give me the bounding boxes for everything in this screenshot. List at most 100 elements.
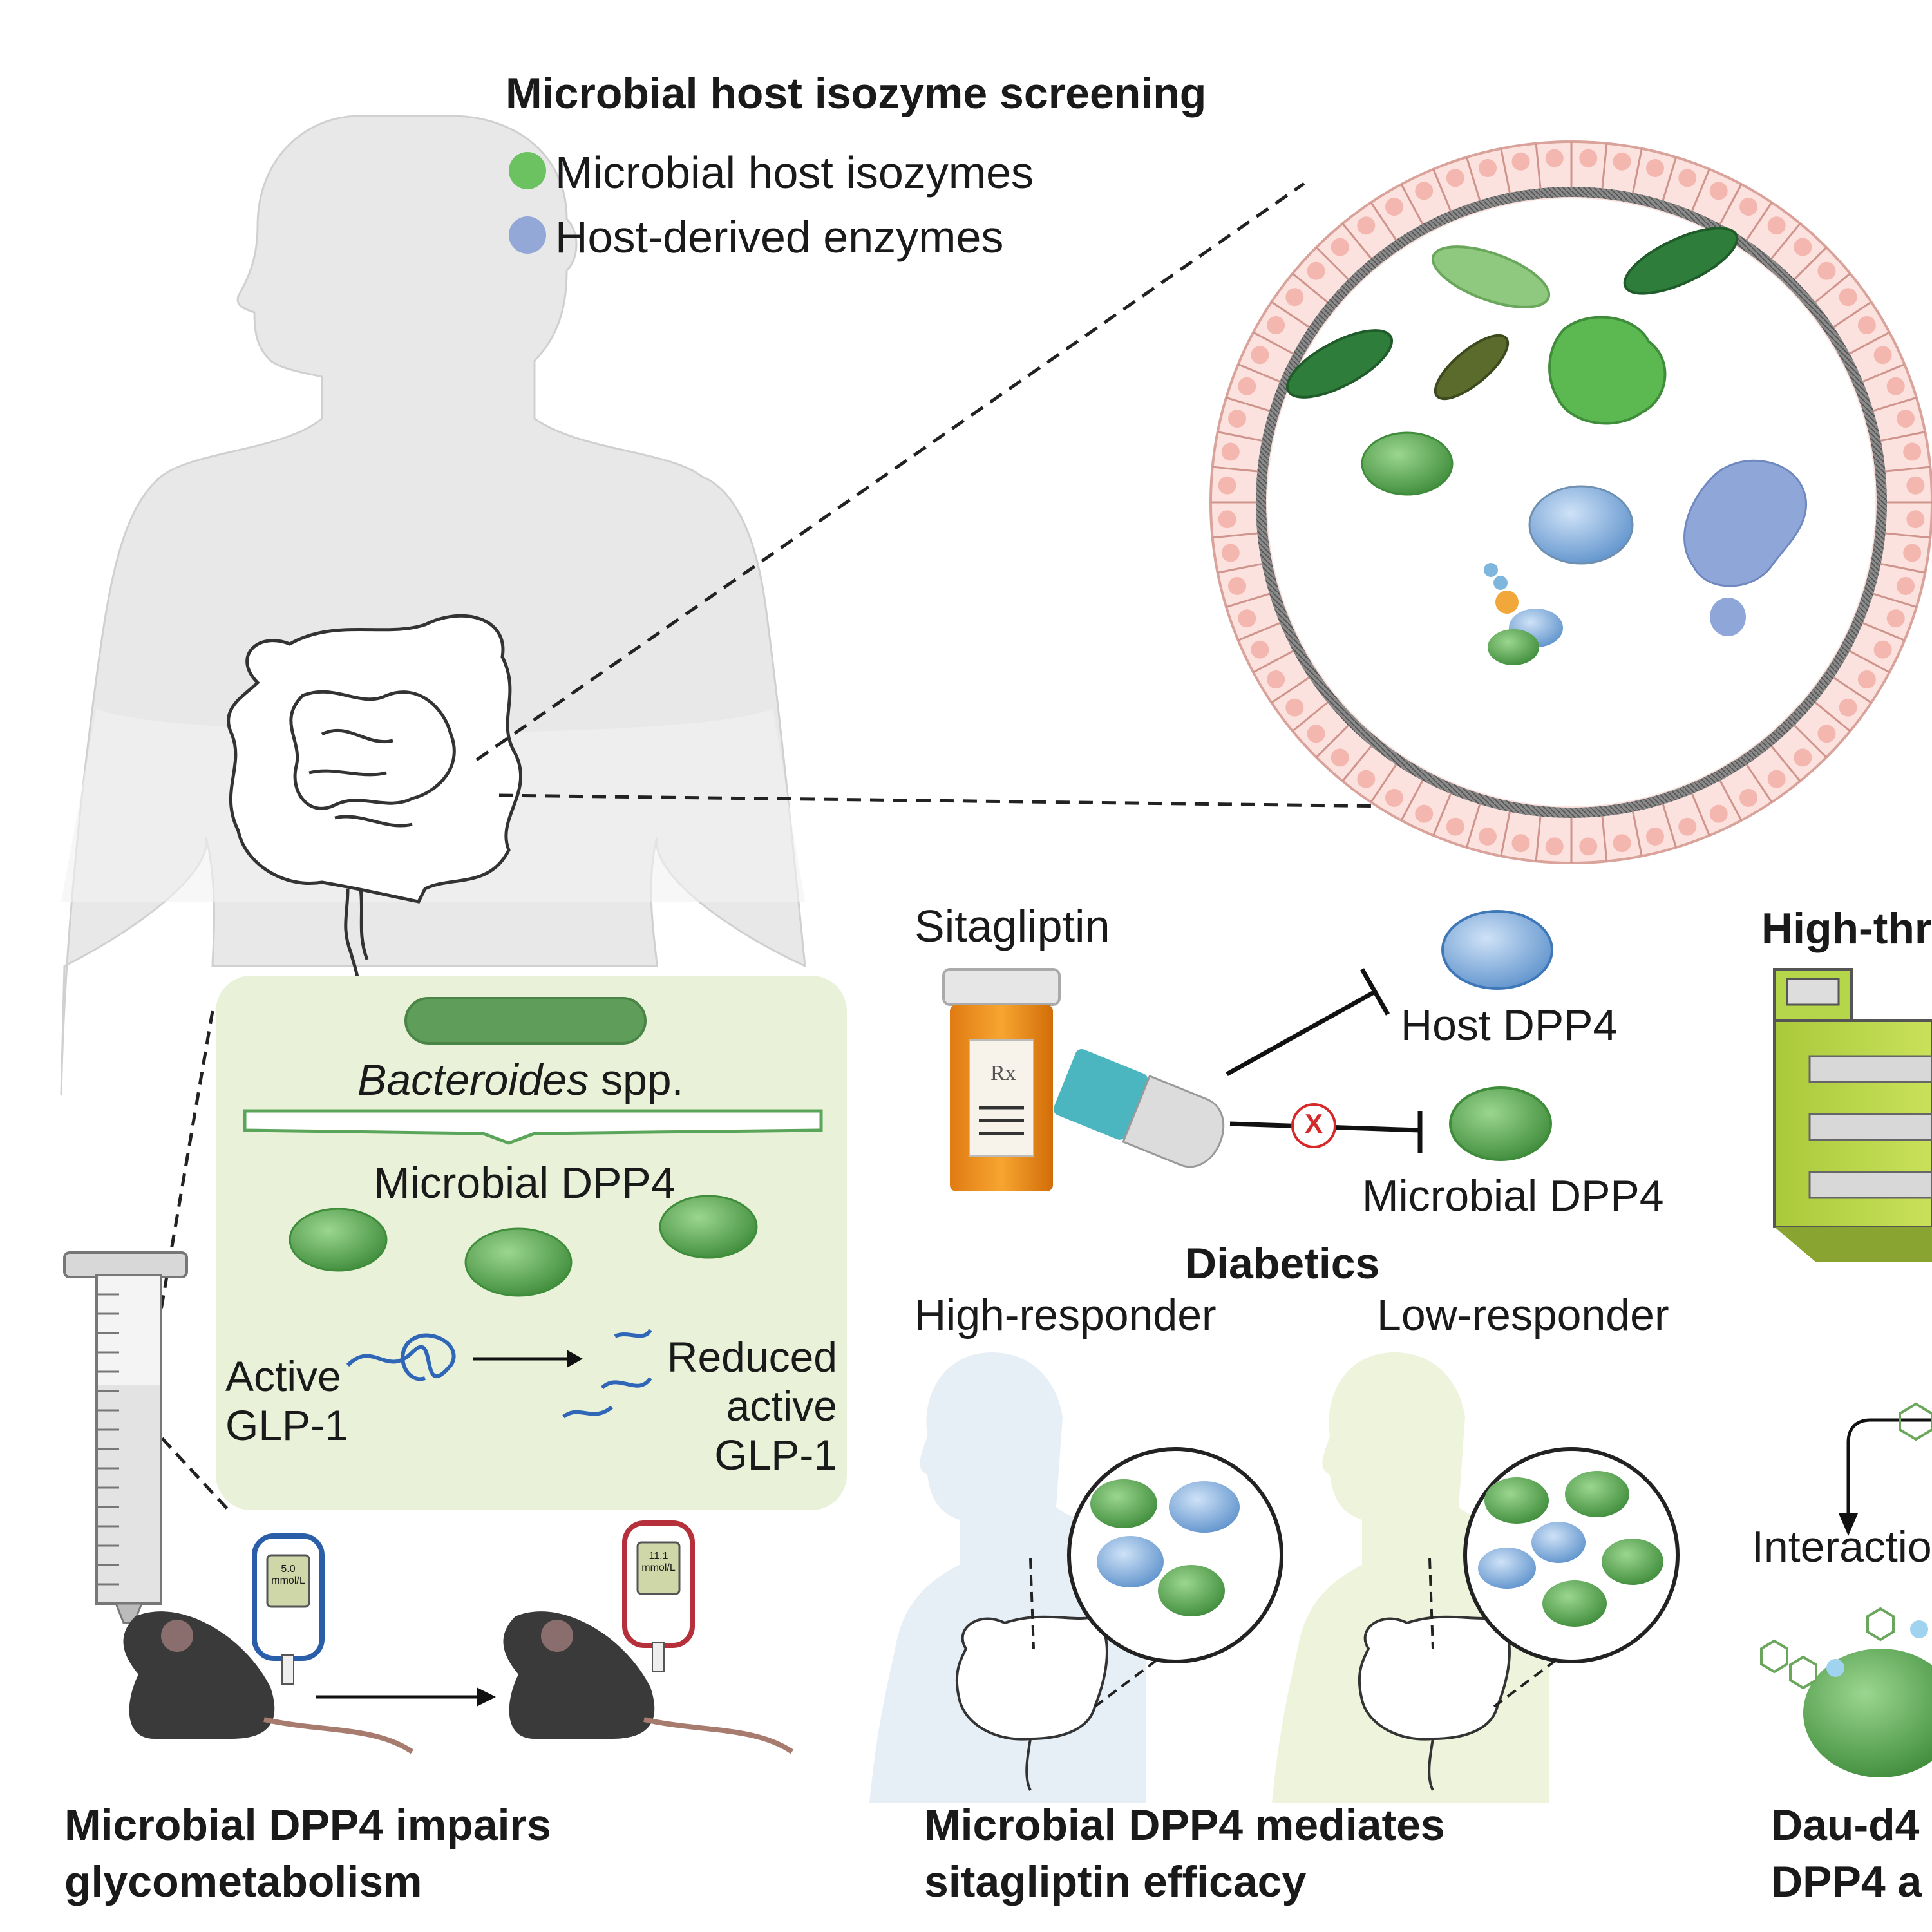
epithelial-cell-wall [1432, 169, 1452, 211]
epithelial-cell-wall [1315, 246, 1349, 280]
epithelial-cell-wall [1833, 676, 1872, 704]
epithelial-cell-wall [1535, 816, 1542, 862]
epithelial-cell-nucleus [1218, 510, 1236, 529]
host-dpp4-label: Host DPP4 [1401, 1001, 1618, 1050]
mediates-line1: Microbial DPP4 mediates [924, 1801, 1445, 1850]
epithelial-cell-nucleus [1579, 837, 1598, 856]
human-silhouette [60, 115, 806, 1095]
epithelial-cell-wall [1662, 156, 1677, 201]
epithelial-cell-nucleus [1839, 288, 1857, 307]
epithelial-cell-wall [1601, 816, 1608, 862]
epithelial-cell-wall [1849, 650, 1890, 674]
epithelial-cell-nucleus [1251, 640, 1269, 659]
epithelial-cell-nucleus [1903, 442, 1922, 461]
epithelial-cell-wall [1862, 622, 1905, 641]
epithelial-cell-nucleus [1446, 169, 1464, 187]
capsule [1053, 1048, 1225, 1168]
interaction-label-partial: Interactio [1752, 1522, 1932, 1571]
epithelial-cell-nucleus [1857, 670, 1876, 689]
bacterium-olive [1434, 334, 1510, 401]
epithelial-cell-nucleus [1479, 159, 1497, 178]
epithelial-cell-nucleus [1357, 216, 1376, 235]
epithelial-cell-wall [1341, 745, 1372, 782]
epithelial-cell-wall [1632, 811, 1643, 857]
epithelial-cell-nucleus [1886, 609, 1905, 628]
epithelial-cell-nucleus [1385, 788, 1403, 807]
epithelial-cell-nucleus [1906, 476, 1925, 495]
right-header-partial: High-thr [1761, 904, 1932, 953]
epithelial-cell-nucleus [1767, 770, 1786, 788]
legend-label-microbial: Microbial host isozymes [555, 147, 1034, 198]
arrow-mouse [316, 1687, 496, 1707]
bacteria-cluster [1285, 227, 1808, 665]
epithelial-cell-nucleus [1857, 316, 1876, 334]
epithelial-cell-nucleus [1267, 316, 1285, 334]
epithelial-cell-nucleus [1267, 670, 1285, 689]
rx-symbol: Rx [990, 1061, 1016, 1085]
glucose-after-value: 11.1 [649, 1551, 668, 1562]
epithelial-cell-nucleus [1839, 698, 1857, 717]
blocked-mark: X [1304, 1108, 1323, 1139]
low-responder-microbiome [1463, 1447, 1680, 1663]
low-responder-label: Low-responder [1377, 1291, 1669, 1340]
glp1-peptide-reduced [562, 1329, 652, 1419]
epithelial-cell-wall [1745, 202, 1773, 241]
bacteroides-panel [216, 976, 847, 1510]
epithelial-cell-nucleus [1709, 804, 1728, 823]
epithelial-cell-nucleus [1415, 804, 1434, 823]
epithelial-cell-nucleus [1896, 576, 1915, 595]
epithelial-cell-wall [1745, 764, 1773, 803]
screening-title: Microbial host isozyme screening [506, 69, 1207, 118]
epithelial-cell-wall [1862, 363, 1905, 383]
epithelial-cell-nucleus [1645, 827, 1664, 846]
epithelial-cell-wall [1880, 563, 1926, 574]
epithelial-cell-wall [1370, 764, 1397, 803]
epithelial-cell-nucleus [1896, 410, 1915, 428]
glucometer-before [252, 1533, 325, 1685]
epithelial-cell-nucleus [1218, 476, 1236, 495]
epithelial-cell-wall [1794, 246, 1828, 280]
epithelial-cell-nucleus [1903, 544, 1922, 562]
epithelial-cell-nucleus [1415, 182, 1434, 200]
zoom-connector [475, 182, 1553, 810]
glucometer-after [622, 1520, 695, 1672]
epithelial-cell-nucleus [1817, 724, 1836, 743]
epithelial-cell-nucleus [1739, 198, 1758, 216]
epithelial-cell-wall [1400, 780, 1424, 821]
epithelial-cell-wall [1880, 431, 1926, 442]
epithelial-cell-wall [1691, 793, 1710, 836]
epithelial-cell-nucleus [1873, 640, 1892, 659]
epithelial-cell-wall [1226, 397, 1270, 412]
epithelial-cell-nucleus [1331, 748, 1349, 767]
microbial-dpp4-label: Microbial DPP4 [1362, 1171, 1664, 1220]
legend-swatch-blue [509, 216, 546, 254]
high-responder-microbiome [1067, 1447, 1283, 1663]
epithelial-cell-wall [1849, 331, 1890, 355]
epithelial-cell-nucleus [1545, 149, 1564, 167]
epithelial-cell-wall [1719, 184, 1743, 225]
epithelial-cell-wall [1212, 466, 1258, 473]
epithelial-cell-wall [1466, 156, 1481, 201]
section-title-mediates: Microbial DPP4 mediates sitagliptin effi… [924, 1797, 1445, 1911]
epithelial-cell-nucleus [1238, 377, 1256, 395]
epithelial-cell-nucleus [1221, 442, 1240, 461]
epithelial-cell-wall [1500, 148, 1511, 193]
impairs-line2: glycometabolism [64, 1857, 422, 1907]
microbial-enzyme-small [1361, 431, 1454, 496]
inhibition-host [1226, 968, 1390, 1077]
epithelial-cell-wall [1253, 650, 1294, 674]
epithelial-cell-nucleus [1331, 238, 1349, 256]
interaction-schematic [1760, 1402, 1932, 1777]
epithelial-cell-nucleus [1446, 817, 1464, 836]
mouse-after [503, 1611, 794, 1754]
reduced-line3: GLP-1 [714, 1430, 837, 1479]
microbial-dpp4-enzyme [1449, 1086, 1552, 1161]
epithelial-cell-wall [1292, 272, 1329, 303]
glucose-before-value: 5.0 [281, 1564, 296, 1575]
epithelial-cell-nucleus [1767, 216, 1786, 235]
epithelial-cell-wall [1535, 143, 1542, 189]
glucometer-after-readout: 11.1 mmol/L [638, 1551, 679, 1573]
epithelial-cell-nucleus [1479, 827, 1497, 846]
gavage-syringe [63, 1010, 230, 1624]
epithelial-cell-nucleus [1613, 152, 1631, 171]
